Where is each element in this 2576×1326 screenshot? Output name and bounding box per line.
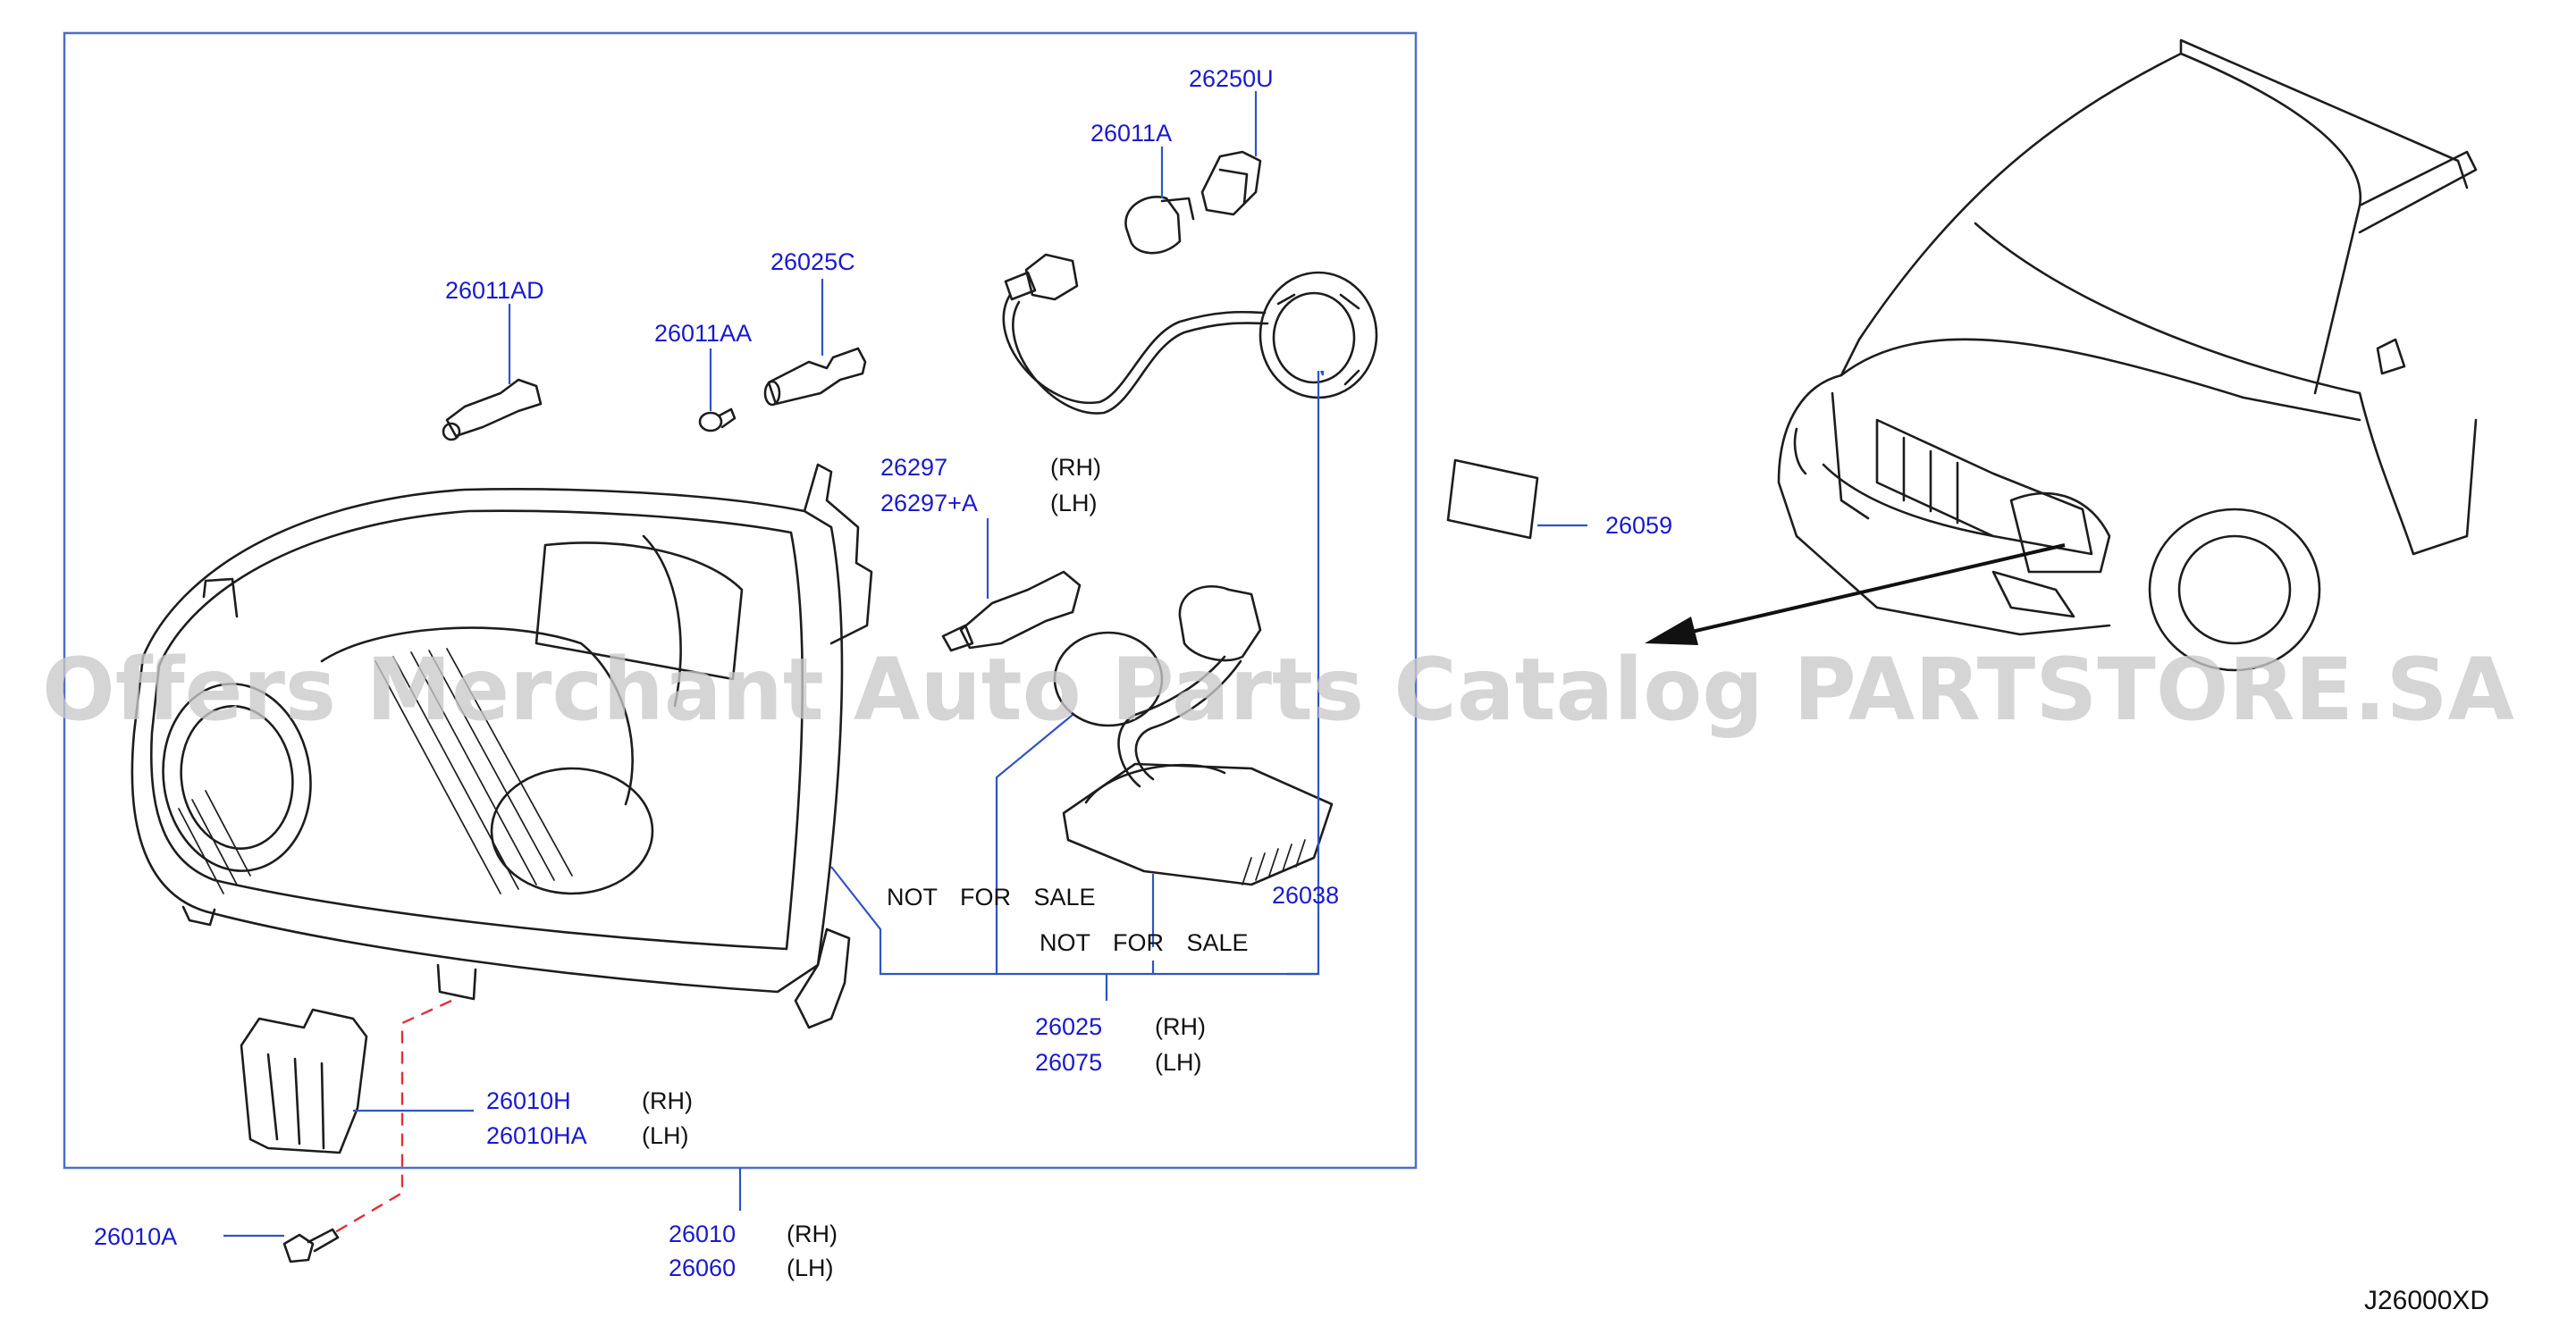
not-for-sale-note-1: NOT FOR SALE	[887, 884, 1096, 911]
bulb-26011AD	[442, 378, 543, 441]
part-number-26297A[interactable]: 26297+A	[880, 490, 978, 516]
leader-lines	[223, 91, 1587, 1238]
part-number-26011AD[interactable]: 26011AD	[445, 277, 544, 304]
part-number-26297[interactable]: 26297	[880, 454, 947, 481]
part-number-26038[interactable]: 26038	[1272, 882, 1339, 909]
side-lh-26010HA: (LH)	[642, 1122, 689, 1149]
harness-26038	[1002, 253, 1378, 415]
part-number-26010H[interactable]: 26010H	[486, 1087, 571, 1114]
socket-26025C	[763, 347, 867, 407]
vehicle-illustration	[1777, 38, 2478, 672]
ballast-26025	[1062, 585, 1334, 886]
part-number-26025[interactable]: 26025	[1035, 1013, 1102, 1040]
side-rh-26297: (RH)	[1050, 454, 1101, 481]
screw	[282, 1228, 340, 1263]
screw-dashed-path	[330, 999, 452, 1237]
o-ring	[1053, 631, 1164, 727]
side-rh-26010H: (RH)	[642, 1087, 693, 1114]
part-number-26060[interactable]: 26060	[669, 1255, 736, 1281]
side-rh-26010: (RH)	[787, 1221, 838, 1247]
part-number-26010A[interactable]: 26010A	[94, 1223, 177, 1250]
label-plate-26059	[1446, 458, 1539, 540]
part-number-26025C[interactable]: 26025C	[770, 248, 855, 275]
part-number-26059[interactable]: 26059	[1605, 512, 1672, 539]
side-lh-26075: (LH)	[1155, 1049, 1202, 1076]
socket-26250U	[1200, 150, 1262, 216]
adjuster-clip	[240, 1008, 368, 1154]
part-number-26011A[interactable]: 26011A	[1090, 120, 1172, 147]
part-number-26075[interactable]: 26075	[1035, 1049, 1102, 1076]
side-lh-26297: (LH)	[1050, 490, 1098, 516]
xenon-bulb-26297	[941, 570, 1082, 652]
side-lh-26060: (LH)	[787, 1255, 834, 1281]
not-for-sale-note-2: NOT FOR SALE	[1040, 929, 1249, 956]
part-number-26250U[interactable]: 26250U	[1189, 65, 1274, 92]
location-arrow	[1645, 543, 2066, 645]
headlamp-housing	[130, 463, 873, 1029]
part-number-26010HA[interactable]: 26010HA	[486, 1122, 587, 1149]
bulb-26011AA	[698, 407, 737, 432]
diagram-code: J26000XD	[2364, 1286, 2489, 1315]
part-number-26011AA[interactable]: 26011AA	[654, 320, 752, 347]
part-number-26010[interactable]: 26010	[669, 1221, 736, 1247]
side-rh-26025: (RH)	[1155, 1013, 1206, 1040]
bulb-26011A	[1124, 196, 1195, 255]
watermark: Offers Merchant Auto Parts Catalog PARTS…	[42, 640, 2514, 740]
